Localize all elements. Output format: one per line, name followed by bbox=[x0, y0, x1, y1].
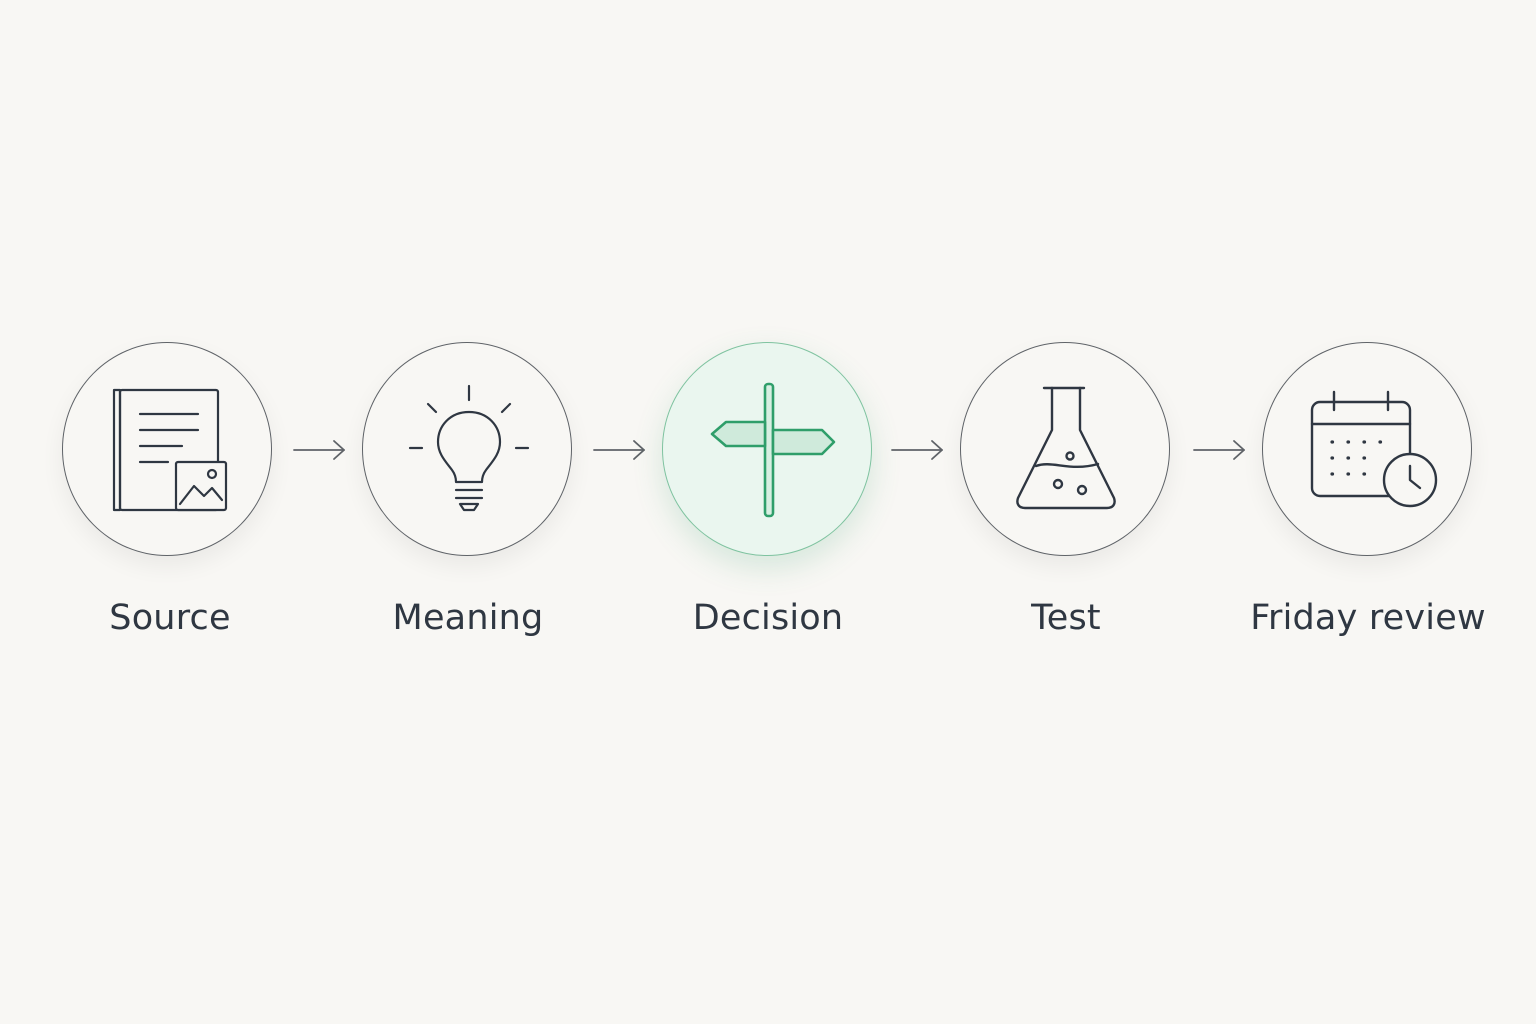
step-meaning-label: Meaning bbox=[392, 598, 544, 638]
lightbulb-icon bbox=[408, 384, 530, 512]
step-friday-review-label: Friday review bbox=[1250, 598, 1486, 638]
step-source-label: Source bbox=[109, 598, 231, 638]
flask-icon bbox=[1016, 386, 1116, 510]
step-friday-review-circle bbox=[1262, 342, 1472, 556]
signpost-icon bbox=[710, 382, 836, 518]
step-decision-circle bbox=[662, 342, 872, 556]
arrow-right-icon bbox=[593, 440, 645, 460]
arrow-right-icon bbox=[1193, 440, 1245, 460]
step-test-label: Test bbox=[1031, 598, 1101, 638]
step-source-circle bbox=[62, 342, 272, 556]
step-source bbox=[62, 342, 274, 558]
step-friday-review bbox=[1262, 342, 1474, 558]
step-decision bbox=[662, 342, 874, 558]
calendar-clock-icon bbox=[1310, 390, 1438, 508]
step-test bbox=[960, 342, 1172, 558]
step-meaning bbox=[362, 342, 574, 558]
arrow-right-icon bbox=[293, 440, 345, 460]
document-image-icon bbox=[112, 388, 228, 512]
step-test-circle bbox=[960, 342, 1170, 556]
step-decision-label: Decision bbox=[692, 598, 844, 638]
arrow-right-icon bbox=[891, 440, 943, 460]
step-meaning-circle bbox=[362, 342, 572, 556]
